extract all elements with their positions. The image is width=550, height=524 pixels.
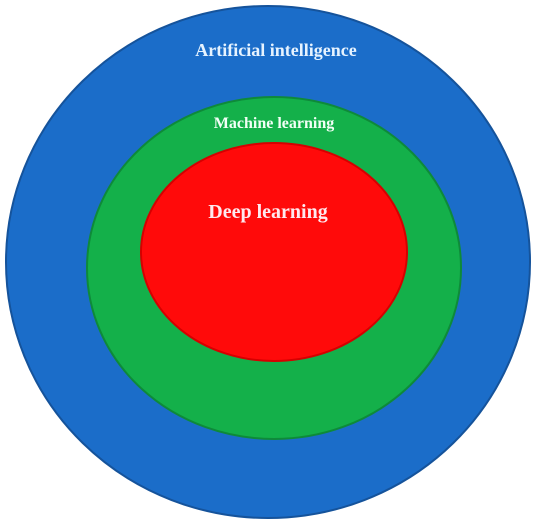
ai-label: Artificial intelligence [195, 40, 356, 60]
ml-label: Machine learning [214, 115, 334, 132]
dl-label: Deep learning [208, 201, 327, 223]
dl-circle [140, 142, 408, 362]
